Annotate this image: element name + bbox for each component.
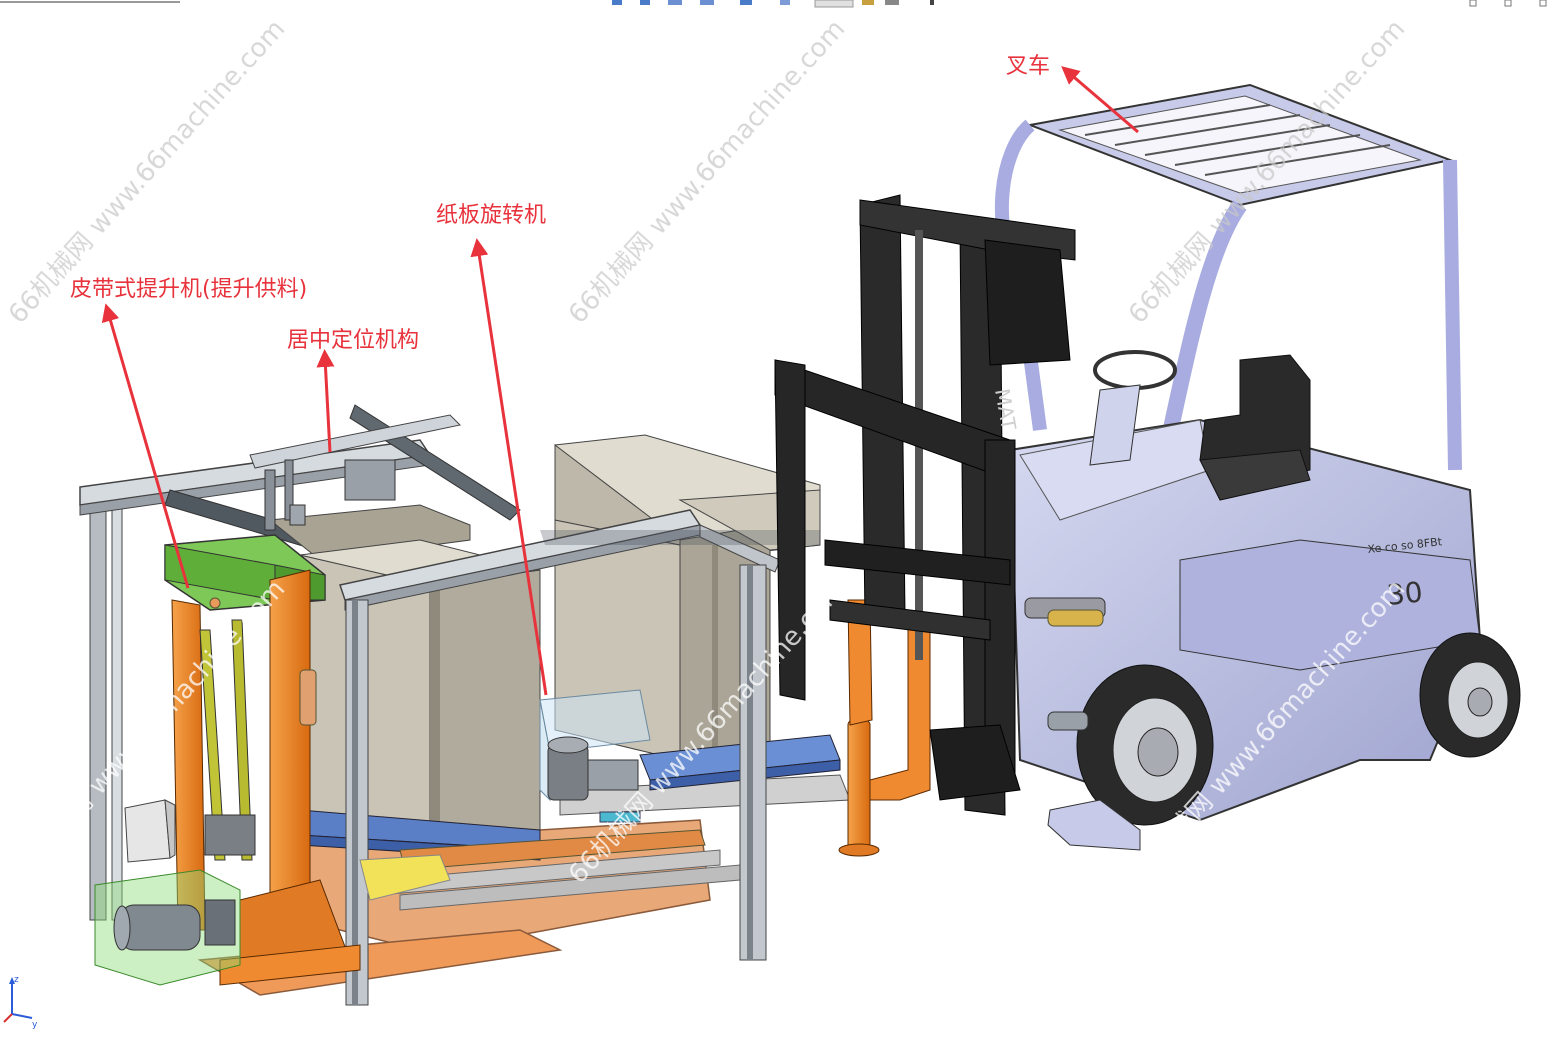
axis-z-label: z [14,975,19,985]
forklift [994,83,1521,851]
forklift-mast: MAT [774,194,1076,816]
right-gantry-frame [339,509,820,1006]
belt-lifter [94,534,361,986]
label-forklift: 叉车 [1006,54,1051,79]
arrow-board-rotator [470,238,548,696]
safety-post [359,599,931,901]
axis-y-label: y [32,1020,38,1030]
annotation-arrows [101,66,1139,696]
toolbar-remnants [0,0,1547,8]
label-belt-lifter: 皮带式提升机(提升供料) [70,277,308,302]
arrow-forklift [1061,66,1139,134]
arrow-belt-lifter [101,303,190,589]
centering-mechanism [249,414,462,531]
watermark-text: 66机械网 www.66machine.com [563,14,851,330]
board-rotator-unit [539,689,651,823]
forklift-capacity-number: 30 [1385,575,1424,612]
label-centering-mechanism: 居中定位机构 [287,328,420,353]
arrow-centering [316,349,335,453]
axis-triad: z y [3,975,38,1030]
label-board-rotator: 纸板旋转机 [436,203,547,228]
